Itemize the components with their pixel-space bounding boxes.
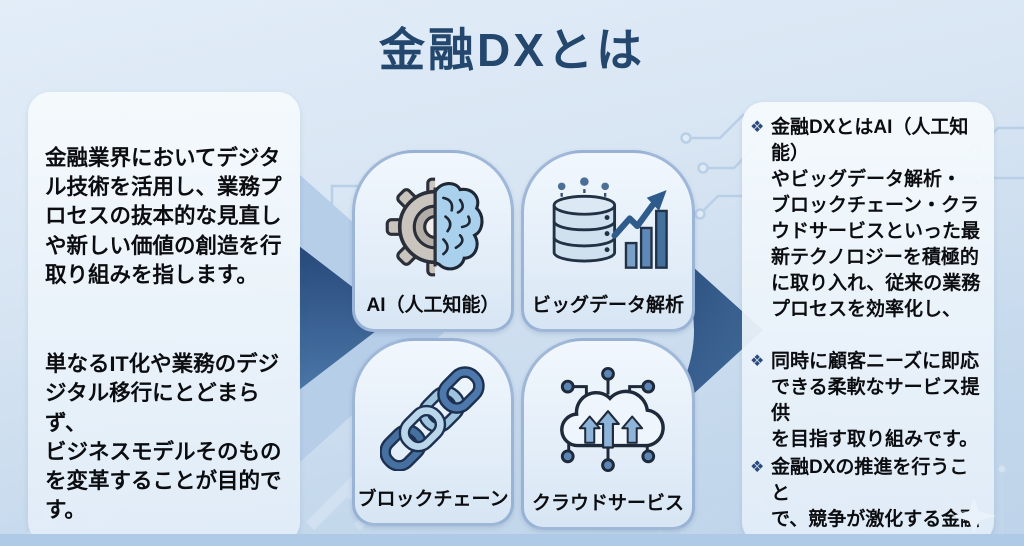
database-chart-icon [524, 163, 692, 290]
flow-arrow-left [299, 246, 393, 390]
card-blockchain: ブロックチェーン [352, 338, 514, 526]
card-ai-label: AI（人工知能） [366, 295, 500, 316]
sparkle-icon [952, 498, 996, 534]
right-summary-panel: ❖ 金融DXとはAI（人工知能） やビッグデータ解析・ ブロックチェーン・クラ … [742, 102, 994, 546]
card-bigdata-label: ビッグデータ解析 [531, 295, 684, 316]
flow-arrow-right [652, 230, 763, 432]
card-bigdata: ビッグデータ解析 [521, 150, 695, 332]
left-description-panel: 金融業界においてデジタ ル技術を活用し、業務プ ロセスの抜本的な見直し や新しい… [28, 92, 300, 544]
bullet-item-3: ❖ 金融DXの推進を行うこと で、競争が激化する金融市 場においても、持続可能な… [750, 455, 986, 546]
left-paragraph-1: 金融業界においてデジタ ル技術を活用し、業務プ ロセスの抜本的な見直し や新しい… [45, 146, 282, 287]
card-ai: AI（人工知能） [352, 150, 514, 332]
card-blockchain-label: ブロックチェーン [357, 489, 509, 510]
bullet-diamond-icon: ❖ [750, 353, 765, 370]
page-title: 金融DXとは [379, 24, 645, 76]
bullet-item-1: ❖ 金融DXとはAI（人工知能） やビッグデータ解析・ ブロックチェーン・クラ … [750, 115, 986, 323]
gear-brain-icon [355, 163, 511, 290]
bullet-diamond-icon: ❖ [750, 459, 765, 476]
chain-link-icon [355, 351, 511, 484]
left-paragraph-2: 単なるIT化や業務のデジ ジタル移行にとどまらず、 ビジネスモデルそのもの を変… [45, 352, 282, 523]
bullet-item-2: ❖ 同時に顧客ニーズに即応 できる柔軟なサービス提供 を目指す取り組みです。 [750, 349, 986, 453]
card-cloud-label: クラウドサービス [531, 493, 684, 514]
bullet-diamond-icon: ❖ [750, 119, 765, 136]
bullet-text-1: 金融DXとはAI（人工知能） やビッグデータ解析・ ブロックチェーン・クラ ウド… [771, 117, 981, 320]
cloud-network-icon [524, 351, 692, 488]
bottom-band [0, 534, 1024, 546]
bullet-text-2: 同時に顧客ニーズに即応 できる柔軟なサービス提供 を目指す取り組みです。 [771, 351, 980, 450]
card-cloud: クラウドサービス [521, 338, 695, 530]
